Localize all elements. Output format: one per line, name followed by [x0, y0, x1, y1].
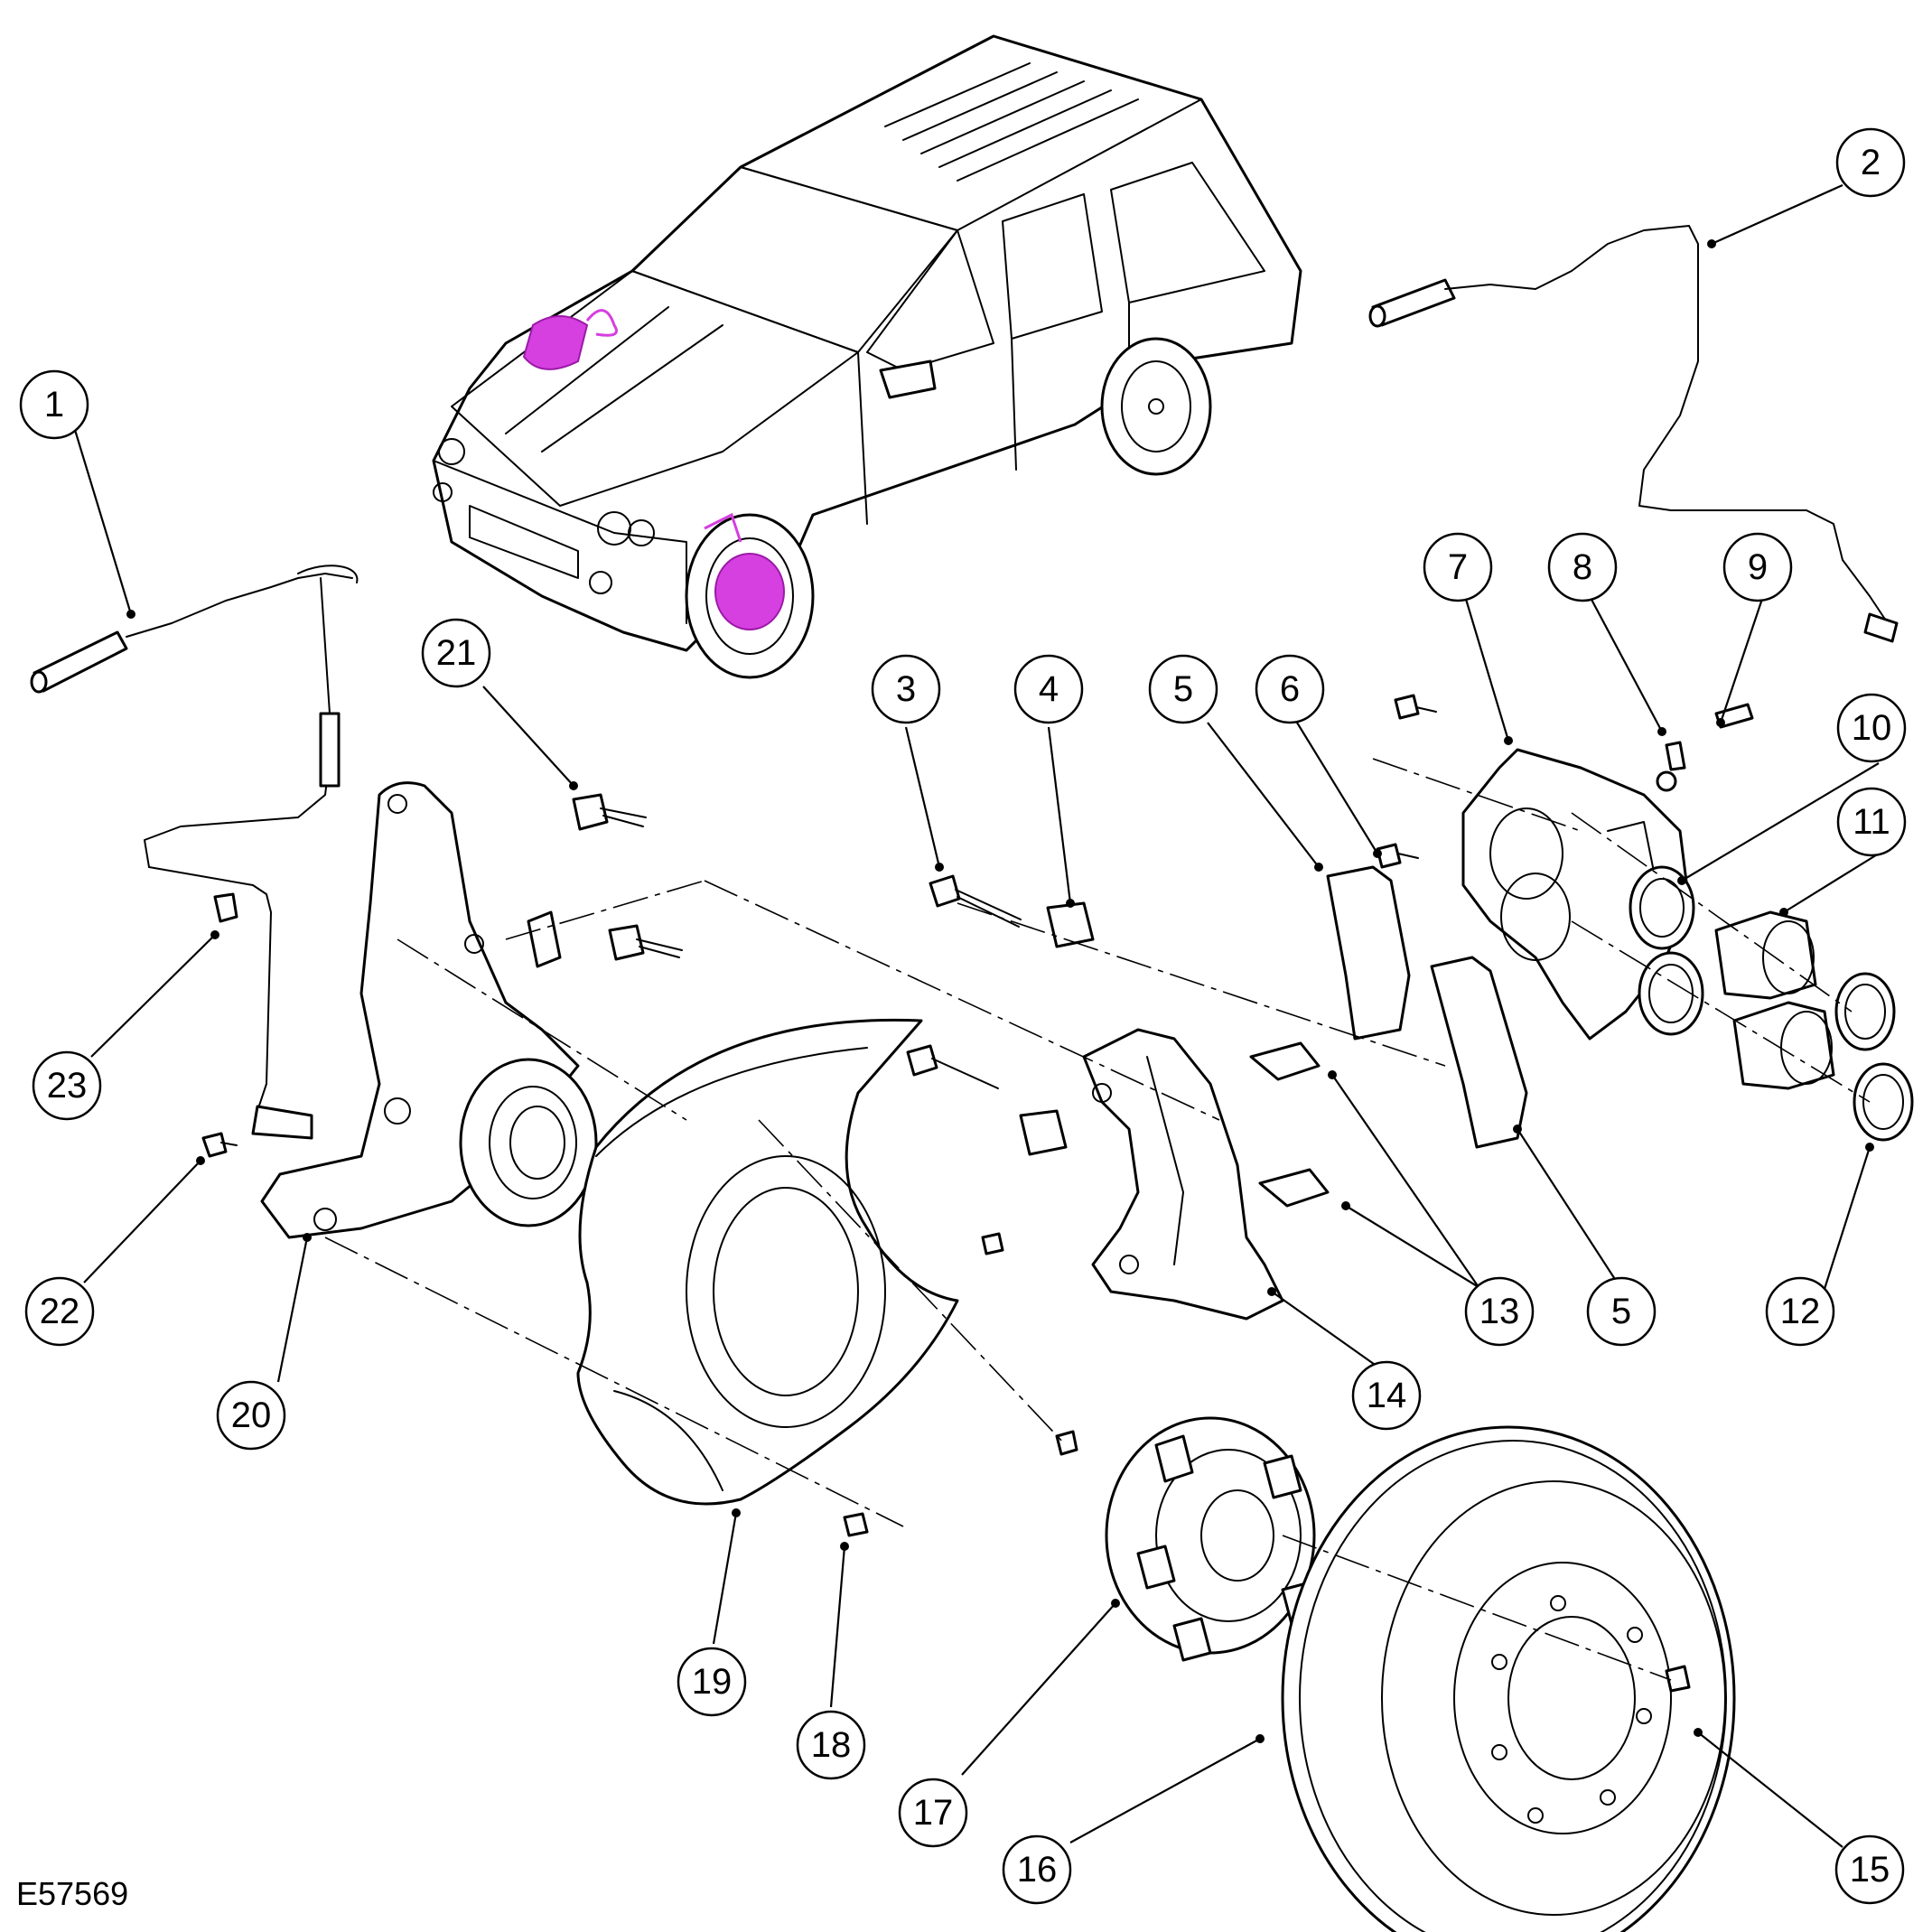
callout-10: 10 [1836, 693, 1907, 763]
callout-2-label: 2 [1861, 143, 1881, 182]
part-6-bolt [1376, 843, 1419, 869]
callout-5-top: 5 [1148, 654, 1218, 724]
part-2-abs-sensor [1368, 225, 1899, 643]
part-5-brake-pad [1326, 865, 1528, 1149]
callout-10-label: 10 [1852, 708, 1892, 748]
part-16-brake-disc [1281, 1425, 1736, 1932]
callout-21: 21 [421, 618, 491, 688]
callout-22-label: 22 [40, 1292, 80, 1331]
callout-18-label: 18 [811, 1725, 852, 1765]
steering-knuckle [260, 781, 598, 1239]
callout-20-label: 20 [231, 1395, 272, 1435]
caliper-bolt [1394, 694, 1437, 720]
callout-16-label: 16 [1017, 1850, 1058, 1890]
callout-5-bottom-label: 5 [1611, 1292, 1631, 1331]
part-23-clip [213, 892, 238, 923]
callout-9-label: 9 [1748, 547, 1768, 587]
callout-8-label: 8 [1573, 547, 1592, 587]
callout-7: 7 [1423, 532, 1493, 602]
part-1-abs-sensor [30, 565, 359, 1140]
callout-17: 17 [898, 1778, 968, 1848]
part-14-caliper-carrier [1082, 1028, 1284, 1321]
callout-13: 13 [1464, 1276, 1535, 1347]
part-11-piston [1714, 910, 1835, 1090]
callout-13-label: 13 [1479, 1292, 1520, 1331]
part-12-dust-boot [1834, 972, 1914, 1142]
part-21-bolts [572, 793, 683, 961]
callout-15: 15 [1834, 1834, 1905, 1905]
leader-lines [73, 183, 1880, 1848]
part-18-nut [843, 1232, 1078, 1537]
callout-5-top-label: 5 [1173, 669, 1193, 709]
callout-4: 4 [1013, 654, 1084, 724]
part-15-retaining-screw [1665, 1665, 1691, 1693]
part-4-guide-bushing [1019, 901, 1095, 1156]
callout-9: 9 [1722, 532, 1793, 602]
callout-6-label: 6 [1280, 669, 1300, 709]
callout-19-label: 19 [692, 1662, 733, 1702]
callout-12-label: 12 [1780, 1292, 1821, 1331]
callout-5-bottom: 5 [1586, 1276, 1657, 1347]
callout-22: 22 [24, 1276, 95, 1347]
callout-15-label: 15 [1850, 1850, 1890, 1890]
callout-6: 6 [1255, 654, 1325, 724]
callout-11: 11 [1836, 787, 1907, 857]
callout-23-label: 23 [47, 1066, 88, 1106]
callout-8: 8 [1547, 532, 1618, 602]
callout-11-label: 11 [1853, 802, 1890, 842]
callout-1-label: 1 [44, 385, 64, 425]
callout-3: 3 [871, 654, 941, 724]
callout-21-label: 21 [436, 633, 477, 673]
callout-16: 16 [1002, 1834, 1072, 1905]
callout-7-label: 7 [1448, 547, 1468, 587]
callout-17-label: 17 [913, 1793, 954, 1833]
callout-4-label: 4 [1039, 669, 1059, 709]
part-17-wheel-hub [1105, 1416, 1321, 1662]
part-8-bleed-screw [1656, 741, 1686, 792]
callout-20: 20 [216, 1380, 286, 1451]
callout-23: 23 [32, 1050, 102, 1121]
vehicle-illustration [432, 34, 1302, 679]
callout-1: 1 [19, 369, 89, 440]
callout-2: 2 [1835, 127, 1906, 198]
assembly-axes [324, 758, 1871, 1681]
callout-18: 18 [796, 1710, 866, 1780]
part-13-pad-clip [1249, 1041, 1330, 1208]
callout-12: 12 [1765, 1276, 1835, 1347]
callout-14: 14 [1351, 1360, 1422, 1431]
figure-reference-id: E57569 [16, 1875, 129, 1912]
callout-3-label: 3 [896, 669, 916, 709]
callout-19: 19 [677, 1647, 747, 1717]
part-22-bolt [201, 1132, 238, 1158]
callout-14-label: 14 [1367, 1376, 1407, 1415]
part-19-splash-shield [576, 1018, 959, 1506]
part-3-guide-bolt [906, 874, 1022, 1089]
